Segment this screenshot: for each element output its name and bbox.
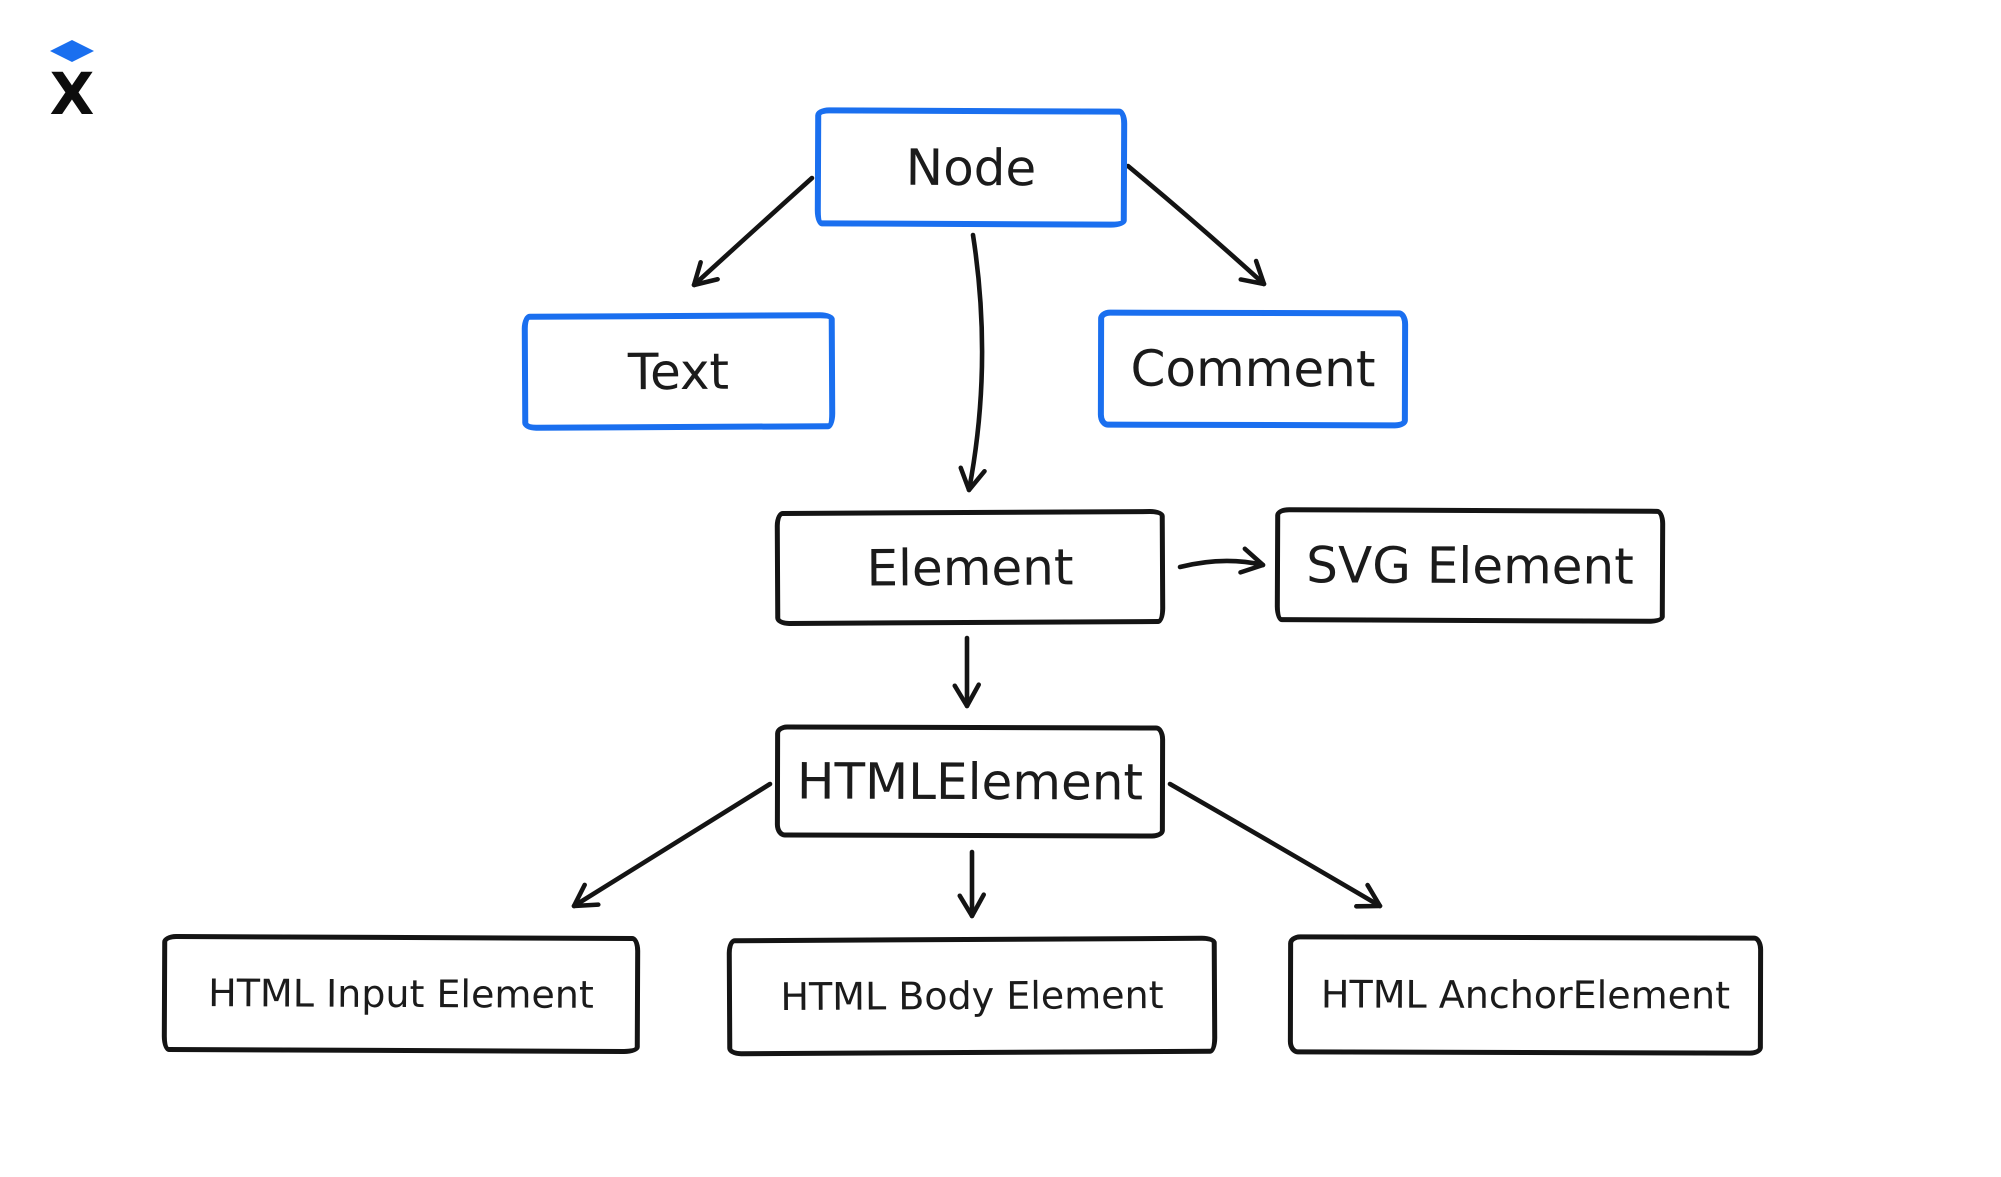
html-body-element-label: HTML Body Element [780,972,1164,1020]
text-label: Text [627,342,730,401]
brand-logo: X [50,40,95,118]
element-box: Element [774,508,1166,627]
arrow-element-to-svg-element [1177,546,1266,575]
text-box: Text [521,312,836,431]
html-element-box: HTMLElement [774,724,1166,839]
svg-element-label: SVG Element [1306,535,1634,596]
svg-element-box: SVG Element [1274,507,1666,624]
html-input-element-box: HTML Input Element [161,933,641,1055]
html-body-element-box: HTML Body Element [726,935,1218,1057]
node-box: Node [814,107,1128,228]
html-input-element-label: HTML Input Element [208,971,594,1017]
html-anchor-element-label: HTML AnchorElement [1320,972,1731,1018]
arrow-htmlelement-to-input [571,781,773,909]
comment-label: Comment [1130,339,1376,399]
arrow-htmlelement-to-anchor [1167,781,1383,909]
html-anchor-element-box: HTML AnchorElement [1287,934,1764,1056]
logo-diamond-icon [50,40,94,62]
arrow-node-to-text [691,175,815,288]
arrow-node-to-element [958,232,987,493]
arrow-node-to-comment [1125,163,1267,287]
node-label: Node [905,138,1037,197]
comment-box: Comment [1097,309,1409,429]
logo-x-glyph: X [50,60,95,118]
html-element-label: HTMLElement [796,752,1144,811]
element-label: Element [866,537,1074,598]
